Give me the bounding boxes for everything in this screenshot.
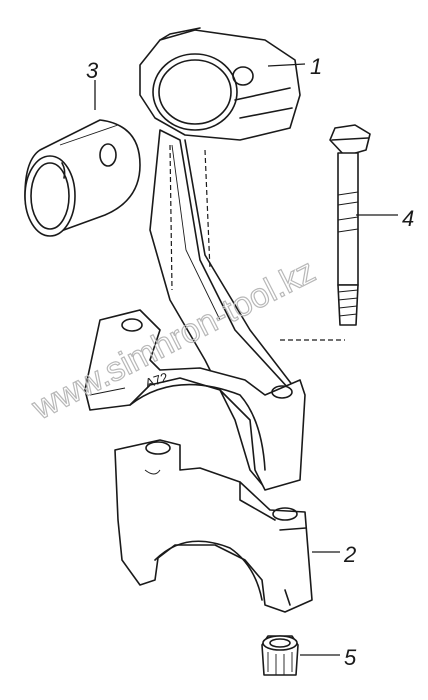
nut-part-5 [261,635,299,676]
callout-5: 5 [344,645,357,670]
callout-1: 1 [310,54,322,79]
callout-2: 2 [343,542,356,567]
rod-marking: A72 [143,369,170,390]
leader-1 [267,63,306,67]
bushing-part-3 [24,119,141,237]
cap-part-2 [114,439,313,613]
callout-3: 3 [86,58,99,83]
leader-lines [94,63,398,656]
connecting-rod-part-1: A72 [84,27,306,491]
bolt-part-4 [329,124,371,326]
callout-4: 4 [402,206,414,231]
